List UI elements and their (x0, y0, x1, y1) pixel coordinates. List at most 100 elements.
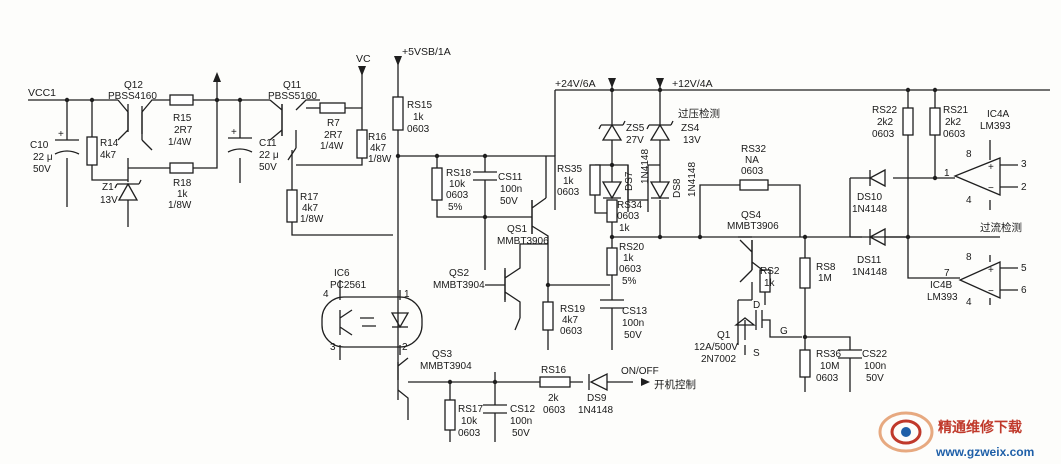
cs22-capacitor (838, 349, 862, 377)
qs1-name: QS1 (507, 224, 527, 235)
on-off-arrow-icon (641, 378, 650, 386)
ds9-type: 1N4148 (578, 405, 613, 416)
zs5-name: ZS5 (626, 123, 645, 134)
ic4a-plus: + (988, 162, 994, 173)
junction-dots (64, 87, 938, 385)
qs1-type: MMBT3906 (497, 236, 549, 247)
c10-value: 22 μ (33, 152, 53, 163)
rs16-resistor (539, 376, 571, 388)
r7-name: R7 (327, 118, 340, 129)
c10-capacitor: + (54, 129, 80, 155)
rs20-name: RS20 (619, 242, 644, 253)
zs5-zener (598, 120, 626, 141)
ds10-diode (868, 168, 886, 188)
cs12-capacitor (483, 404, 507, 425)
ic4a-pin3: 3 (1021, 159, 1027, 170)
q1-pin-g: G (780, 326, 788, 337)
ds8-type: 1N4148 (687, 162, 698, 197)
rs22-package: 0603 (872, 129, 895, 140)
q1-pin-d: D (753, 300, 760, 311)
rs36-value: 10M (820, 361, 839, 372)
rs36-resistor (799, 349, 811, 378)
rs35-resistor (589, 164, 601, 196)
rs22-value: 2k2 (877, 117, 894, 128)
r14-value: 4k7 (100, 150, 117, 161)
ic4b-pin7: 7 (944, 268, 950, 279)
ic6-type: PC2561 (330, 280, 367, 291)
rs2-value: 1k (764, 278, 776, 289)
ds10-name: DS10 (857, 192, 882, 203)
r16-power: 1/8W (368, 154, 392, 165)
r16-value: 4k7 (370, 143, 387, 154)
watermark-logo (878, 411, 934, 453)
ds9-name: DS9 (587, 393, 607, 404)
v12-arrow-icon (656, 78, 664, 88)
ds7-type: 1N4148 (640, 149, 651, 184)
cs11-name: CS11 (498, 172, 523, 183)
ic4b-minus: − (988, 286, 994, 297)
cs11-voltage: 50V (500, 196, 518, 207)
rs20-value: 1k (623, 253, 635, 264)
rs20-resistor (606, 247, 618, 276)
r17-value: 4k7 (302, 203, 319, 214)
ds11-type: 1N4148 (852, 267, 887, 278)
ic4a-pin4: 4 (966, 195, 972, 206)
cs13-value: 100n (622, 318, 644, 329)
cs13-name: CS13 (622, 306, 647, 317)
svg-text:+: + (231, 127, 237, 138)
rs8-resistor (799, 257, 811, 289)
ic4a-type: LM393 (980, 121, 1011, 132)
zs4-name: ZS4 (681, 123, 700, 134)
z1-name: Z1 (102, 182, 114, 193)
qs2-type: MMBT3904 (433, 280, 485, 291)
ds10-type: 1N4148 (852, 204, 887, 215)
r14-resistor (86, 136, 98, 166)
c11-name: C11 (259, 138, 277, 149)
r17-power: 1/8W (300, 214, 324, 225)
cs13-voltage: 50V (624, 330, 642, 341)
watermark-name: 精通维修下载 (938, 419, 1022, 435)
ds8-name: DS8 (672, 178, 683, 198)
ic6-pin1: 1 (404, 289, 410, 300)
rs22-name: RS22 (872, 105, 897, 116)
rs21-resistor (929, 107, 941, 136)
rs20-tolerance: 5% (622, 276, 637, 287)
rs35-package: 0603 (557, 187, 580, 198)
cs22-value: 100n (864, 361, 886, 372)
cs22-name: CS22 (862, 349, 887, 360)
zs5-value: 27V (626, 135, 644, 146)
r15-value: 2R7 (174, 125, 193, 136)
rs15-name: RS15 (407, 100, 432, 111)
rs21-name: RS21 (943, 105, 968, 116)
r7-resistor (319, 102, 346, 114)
rs18-resistor (431, 167, 443, 201)
rs16-value: 2k (548, 393, 560, 404)
c11-voltage: 50V (259, 162, 277, 173)
cs11-value: 100n (500, 184, 522, 195)
watermark-url: www.gzweix.com (935, 445, 1034, 459)
cs11-capacitor (473, 171, 497, 198)
c10-voltage: 50V (33, 164, 51, 175)
rs17-value: 10k (461, 416, 478, 427)
c10-name: C10 (30, 140, 49, 151)
ic4a-pin1: 1 (944, 168, 950, 179)
ds7-diode (601, 181, 623, 200)
vsb-label: +5VSB/1A (402, 46, 451, 58)
q12-transistor (127, 104, 143, 134)
qs2-name: QS2 (449, 268, 469, 279)
r18-name: R18 (173, 178, 192, 189)
r16-name: R16 (368, 132, 387, 143)
ic4a-pin8: 8 (966, 149, 972, 160)
rs34-resistor (606, 199, 618, 223)
rs36-name: RS36 (816, 349, 841, 360)
z1-zener (114, 179, 142, 201)
rs19-value: 4k7 (562, 315, 579, 326)
overcurrent-note: 过流检测 (980, 221, 1022, 234)
ds8-diode (649, 181, 671, 200)
component-shapes: + + (54, 56, 1001, 431)
v24-arrow-icon (608, 78, 616, 88)
qs4-type: MMBT3906 (727, 221, 779, 232)
rs21-package: 0603 (943, 129, 966, 140)
